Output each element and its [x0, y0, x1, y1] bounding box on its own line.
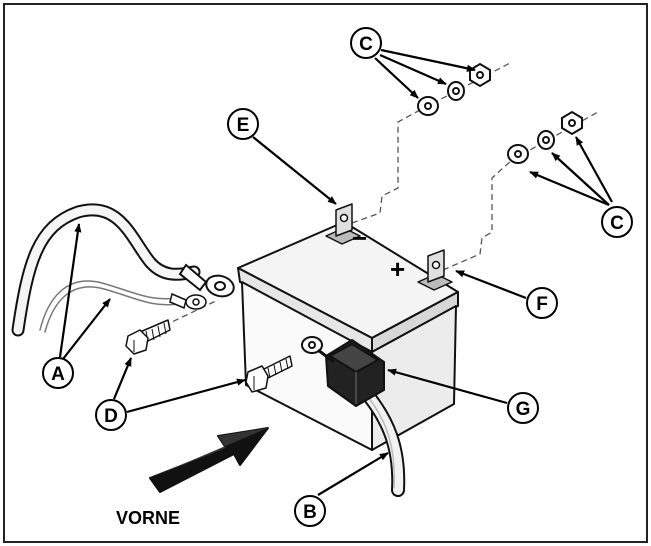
battery-lid-side: [371, 291, 459, 353]
callout-f: F: [526, 287, 558, 319]
boot-ring-terminal: [301, 336, 335, 364]
ground-cables-a: [11, 203, 201, 337]
svg-text:C: C: [610, 213, 624, 234]
svg-text:C: C: [359, 34, 373, 55]
svg-text:B: B: [303, 502, 317, 523]
hardware-c-right: [507, 110, 583, 164]
svg-text:G: G: [516, 399, 531, 420]
bolt-d-battery: [245, 355, 293, 393]
bolt-d-left: [125, 319, 171, 355]
negative-terminal-bracket: [325, 203, 361, 245]
positive-terminal-symbol: +: [390, 254, 405, 284]
leader-arrows: [58, 48, 613, 496]
front-direction-label: VORNE: [116, 508, 180, 528]
callout-b: B: [294, 495, 326, 527]
battery: [237, 221, 459, 451]
upper-ring-terminal: [178, 263, 235, 298]
callout-d: D: [95, 399, 127, 431]
svg-text:E: E: [237, 115, 250, 136]
callout-c-right: C: [601, 206, 633, 238]
svg-text:F: F: [536, 294, 548, 315]
cable-boot-g: [325, 339, 385, 407]
negative-terminal-symbol: −: [352, 223, 367, 253]
callout-g: G: [507, 392, 539, 424]
svg-text:A: A: [51, 364, 65, 385]
front-direction-arrow: [149, 427, 269, 493]
positive-terminal-bracket: [417, 249, 453, 291]
svg-text:D: D: [104, 406, 118, 427]
callout-e: E: [227, 108, 259, 140]
callout-c-top: C: [350, 27, 382, 59]
callout-a: A: [42, 357, 74, 389]
lower-ring-terminal: [169, 292, 207, 310]
